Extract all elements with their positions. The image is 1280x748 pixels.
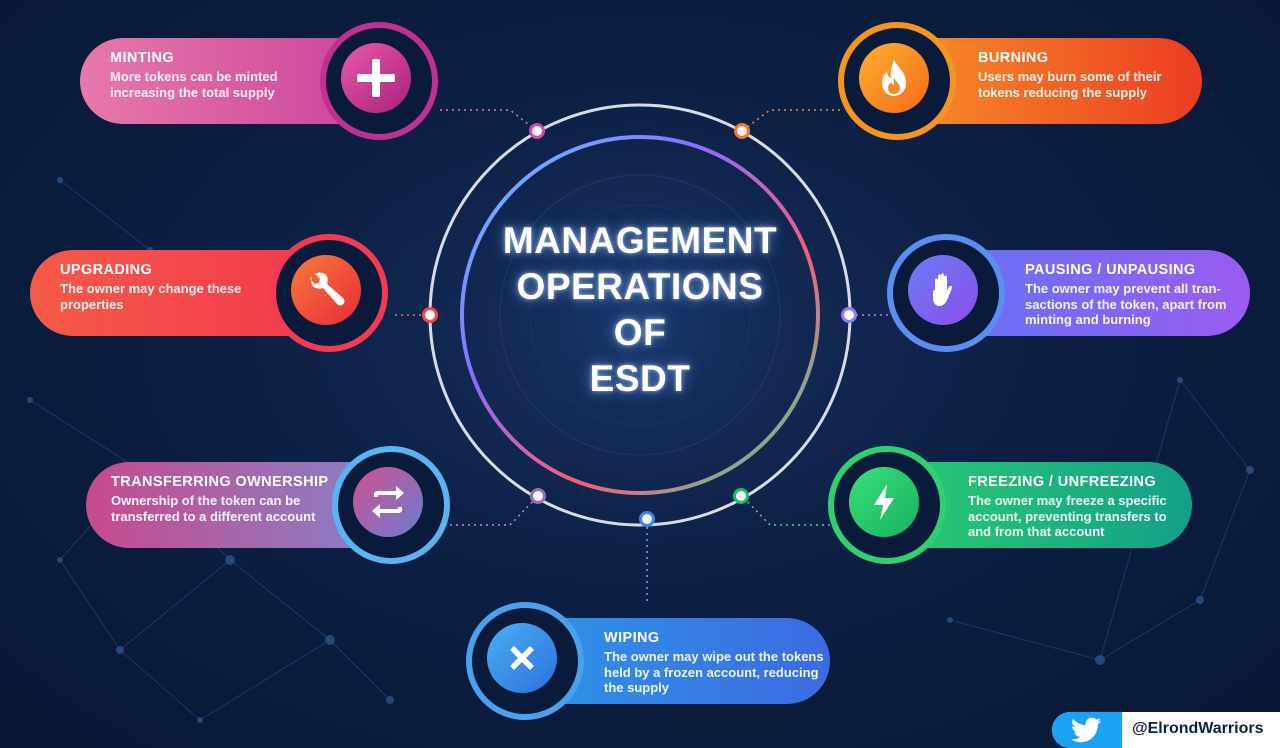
- card-description: Ownership of the token can be transferre…: [111, 493, 316, 524]
- card-description: The owner may prevent all tran-sactions …: [1025, 281, 1227, 327]
- ring-minting: [320, 22, 438, 140]
- ring-upgrading: [270, 234, 388, 352]
- node-minting: [529, 123, 545, 139]
- center-title-line: ESDT: [589, 358, 691, 399]
- card-description: More tokens can be minted increasing the…: [110, 69, 278, 100]
- center-title-line: OPERATIONS: [516, 266, 764, 307]
- wrench-icon: [310, 272, 345, 306]
- ring-pausing: [887, 234, 1005, 352]
- node-wiping: [639, 511, 655, 527]
- center-title: MANAGEMENT OPERATIONS OF ESDT: [470, 218, 810, 402]
- ring-transferring: [332, 446, 450, 564]
- swap-arrows-icon: [372, 486, 404, 518]
- center-title-line: MANAGEMENT: [502, 220, 778, 261]
- center-title-line: OF: [613, 312, 667, 353]
- node-upgrading: [422, 307, 438, 323]
- card-title: UPGRADING: [60, 262, 153, 278]
- node-pausing: [841, 307, 857, 323]
- twitter-handle: @ElrondWarriors: [1132, 720, 1264, 737]
- card-description: The owner may freeze a specific account,…: [968, 493, 1167, 539]
- card-description: The owner may wipe out the tokens held b…: [604, 649, 824, 695]
- card-description: The owner may change these properties: [60, 281, 242, 312]
- card-title: BURNING: [978, 50, 1049, 66]
- ring-wiping: [466, 602, 584, 720]
- card-title: MINTING: [110, 50, 175, 66]
- card-title: WIPING: [604, 630, 660, 646]
- ring-burning: [838, 22, 956, 140]
- card-title: TRANSFERRING OWNERSHIP: [111, 474, 329, 490]
- card-description: Users may burn some of their tokens redu…: [978, 69, 1162, 100]
- hand-icon: [933, 273, 953, 306]
- fire-icon: [882, 60, 906, 96]
- card-title: FREEZING / UNFREEZING: [968, 474, 1157, 490]
- plus-icon: [357, 59, 395, 97]
- ring-freezing: [828, 446, 946, 564]
- node-transferring: [530, 488, 546, 504]
- twitter-bird-icon: [1052, 712, 1122, 748]
- twitter-badge: @ElrondWarriors: [1052, 712, 1280, 748]
- node-freezing: [733, 488, 749, 504]
- x-icon: [510, 646, 534, 670]
- node-burning: [734, 123, 750, 139]
- lightning-icon: [874, 484, 894, 520]
- card-title: PAUSING / UNPAUSING: [1025, 262, 1196, 278]
